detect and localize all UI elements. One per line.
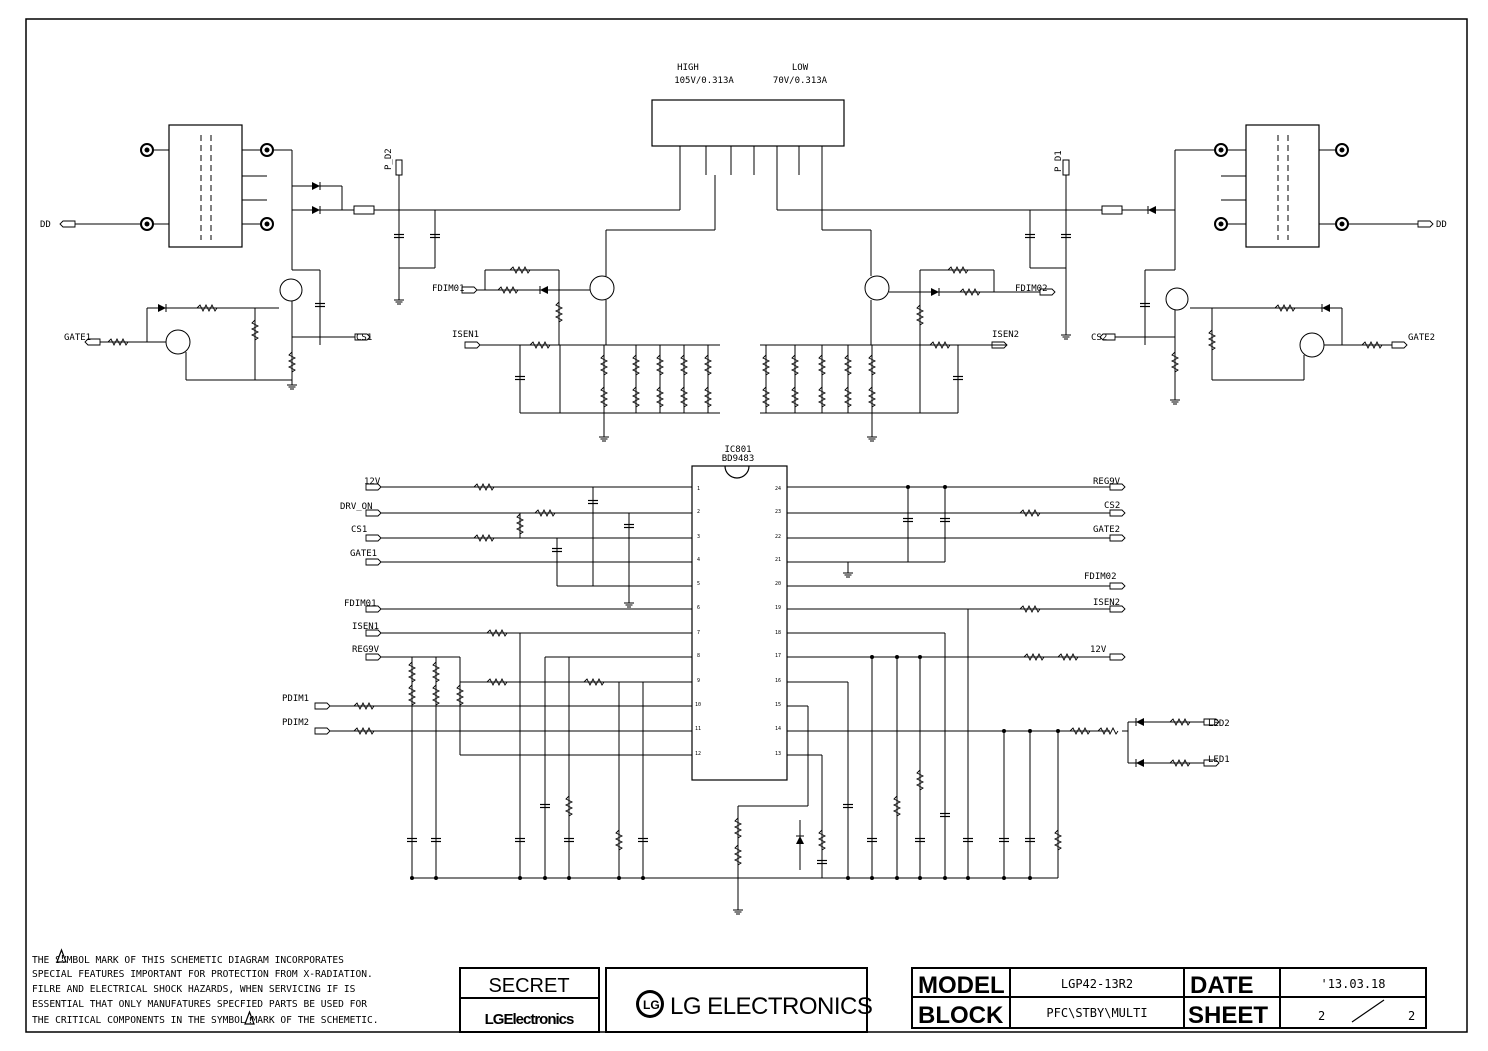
svg-text:DD: DD bbox=[40, 220, 51, 230]
svg-text:CS1: CS1 bbox=[351, 525, 367, 535]
svg-text:20: 20 bbox=[775, 581, 781, 587]
svg-text:GATE1: GATE1 bbox=[64, 333, 91, 343]
svg-text:12V: 12V bbox=[364, 477, 381, 487]
left-terminal-bottom bbox=[140, 217, 154, 231]
svg-text:LED1: LED1 bbox=[1208, 755, 1230, 765]
svg-text:FDIM02: FDIM02 bbox=[1015, 284, 1048, 294]
svg-text:ISEN2: ISEN2 bbox=[992, 330, 1019, 340]
led-transformer: HIGH LOW 105V/0.313A 70V/0.313A bbox=[651, 63, 845, 230]
svg-text:THE SYMBOL MARK OF THIS S: THE SYMBOL MARK OF THIS SCHEMETIC DIAGRA… bbox=[32, 955, 344, 966]
left-dimming-section: FDIM01 ISEN1 bbox=[432, 229, 720, 442]
svg-text:BD9483: BD9483 bbox=[722, 454, 755, 464]
warning-triangle-icon: ! bbox=[56, 948, 67, 963]
ic801-right-nets: REG9V CS2 GATE2 FDIM02 ISEN2 12V bbox=[732, 477, 1230, 915]
brand-small: LGElectronics bbox=[485, 1011, 574, 1028]
svg-text:ISEN1: ISEN1 bbox=[452, 330, 479, 340]
svg-text:12: 12 bbox=[695, 751, 701, 757]
sheet-label: SHEET bbox=[1188, 1002, 1268, 1029]
secret-label: SECRET bbox=[488, 975, 569, 997]
svg-text:REG9V: REG9V bbox=[1093, 477, 1121, 487]
svg-text:CS2: CS2 bbox=[1104, 501, 1120, 511]
block-label: BLOCK bbox=[918, 1002, 1004, 1029]
ic801-left-nets: 12V DRV_ON CS1 GATE1 FDIM01 ISEN1 bbox=[282, 477, 1058, 880]
model-label: MODEL bbox=[918, 972, 1005, 999]
sheet-total: 2 bbox=[1408, 1009, 1415, 1023]
svg-text:THE CRITICAL COMPONENTS IN THE: THE CRITICAL COMPONENTS IN THE SYMBOL MA… bbox=[32, 1015, 379, 1026]
svg-text:SPECIAL FEATURES IMPORTANT FOR: SPECIAL FEATURES IMPORTANT FOR PROTECTIO… bbox=[32, 969, 373, 980]
svg-text:19: 19 bbox=[775, 605, 781, 611]
svg-text:ESSENTIAL THAT ONLY MANUFATURE: ESSENTIAL THAT ONLY MANUFATURES SPECFIED… bbox=[32, 999, 367, 1010]
svg-text:14: 14 bbox=[775, 726, 781, 732]
svg-text:6: 6 bbox=[697, 605, 700, 611]
lg-logo-icon: LG bbox=[636, 990, 664, 1018]
svg-text:2: 2 bbox=[697, 509, 700, 515]
brand-logo-text: LG ELECTRONICS bbox=[670, 993, 872, 1020]
svg-text:FDIM02: FDIM02 bbox=[1084, 572, 1117, 582]
svg-text:ISEN2: ISEN2 bbox=[1093, 598, 1120, 608]
svg-text:1: 1 bbox=[697, 486, 700, 492]
diode-d801 bbox=[311, 181, 321, 191]
date-label: DATE bbox=[1190, 972, 1254, 999]
svg-text:LOW: LOW bbox=[792, 63, 809, 73]
date-value: '13.03.18 bbox=[1320, 977, 1385, 991]
svg-text:PDIM1: PDIM1 bbox=[282, 694, 309, 704]
svg-text:21: 21 bbox=[775, 557, 781, 563]
svg-text:13: 13 bbox=[775, 751, 781, 757]
svg-text:HIGH: HIGH bbox=[677, 63, 699, 73]
svg-text:IC801: IC801 bbox=[724, 445, 751, 455]
svg-text:P_D1: P_D1 bbox=[1054, 150, 1064, 172]
svg-text:4: 4 bbox=[697, 557, 700, 563]
sheet-current: 2 bbox=[1318, 1009, 1325, 1023]
svg-text:REG9V: REG9V bbox=[352, 645, 380, 655]
svg-text:!: ! bbox=[248, 1016, 253, 1025]
svg-text:DD: DD bbox=[1436, 220, 1447, 230]
svg-text:CS2: CS2 bbox=[1091, 333, 1107, 343]
right-dimming-section: FDIM02 ISEN2 bbox=[760, 229, 1056, 442]
svg-text:105V/0.313A: 105V/0.313A bbox=[674, 76, 734, 86]
svg-text:!: ! bbox=[60, 954, 65, 963]
svg-text:FDIM01: FDIM01 bbox=[344, 599, 377, 609]
svg-text:10: 10 bbox=[695, 702, 701, 708]
left-boost-stage: DD P_D2 CS1 GATE1 bbox=[40, 124, 680, 390]
svg-text:15: 15 bbox=[775, 702, 781, 708]
svg-text:7: 7 bbox=[697, 630, 700, 636]
svg-text:GATE2: GATE2 bbox=[1093, 525, 1120, 535]
svg-text:GATE1: GATE1 bbox=[350, 549, 377, 559]
svg-text:22: 22 bbox=[775, 534, 781, 540]
right-boost-stage: DD P_D1 CS2 GATE2 bbox=[777, 124, 1447, 405]
block-value: PFC\STBY\MULTI bbox=[1046, 1006, 1147, 1020]
svg-text:24: 24 bbox=[775, 486, 781, 492]
svg-text:PDIM2: PDIM2 bbox=[282, 718, 309, 728]
svg-text:LED2: LED2 bbox=[1208, 719, 1230, 729]
svg-text:8: 8 bbox=[697, 653, 700, 659]
svg-text:ISEN1: ISEN1 bbox=[352, 622, 379, 632]
svg-text:16: 16 bbox=[775, 678, 781, 684]
svg-text:DRV_ON: DRV_ON bbox=[340, 502, 373, 512]
svg-text:11: 11 bbox=[695, 726, 701, 732]
warning-triangle-icon: ! bbox=[244, 1010, 255, 1025]
model-value: LGP42-13R2 bbox=[1061, 977, 1133, 991]
svg-text:9: 9 bbox=[697, 678, 700, 684]
svg-text:FILRE AND ELECTRICAL SHOCK HAZ: FILRE AND ELECTRICAL SHOCK HAZARDS, WHEN… bbox=[32, 984, 356, 995]
title-block: SECRET LGElectronics LG LG ELECTRONICS M… bbox=[459, 967, 1427, 1033]
svg-text:5: 5 bbox=[697, 581, 700, 587]
left-terminal-top bbox=[140, 143, 154, 157]
svg-text:LG: LG bbox=[643, 998, 660, 1012]
svg-text:GATE2: GATE2 bbox=[1408, 333, 1435, 343]
svg-text:70V/0.313A: 70V/0.313A bbox=[773, 76, 828, 86]
safety-notice: THE SYMBOL MARK OF THIS SCHEMETIC DIAGRA… bbox=[32, 948, 379, 1026]
svg-text:FDIM01: FDIM01 bbox=[432, 284, 465, 294]
svg-text:17: 17 bbox=[775, 653, 781, 659]
svg-text:12V: 12V bbox=[1090, 645, 1107, 655]
svg-text:CS1: CS1 bbox=[356, 333, 372, 343]
svg-text:P_D2: P_D2 bbox=[384, 148, 394, 170]
svg-text:23: 23 bbox=[775, 509, 781, 515]
svg-text:18: 18 bbox=[775, 630, 781, 636]
svg-text:3: 3 bbox=[697, 534, 700, 540]
